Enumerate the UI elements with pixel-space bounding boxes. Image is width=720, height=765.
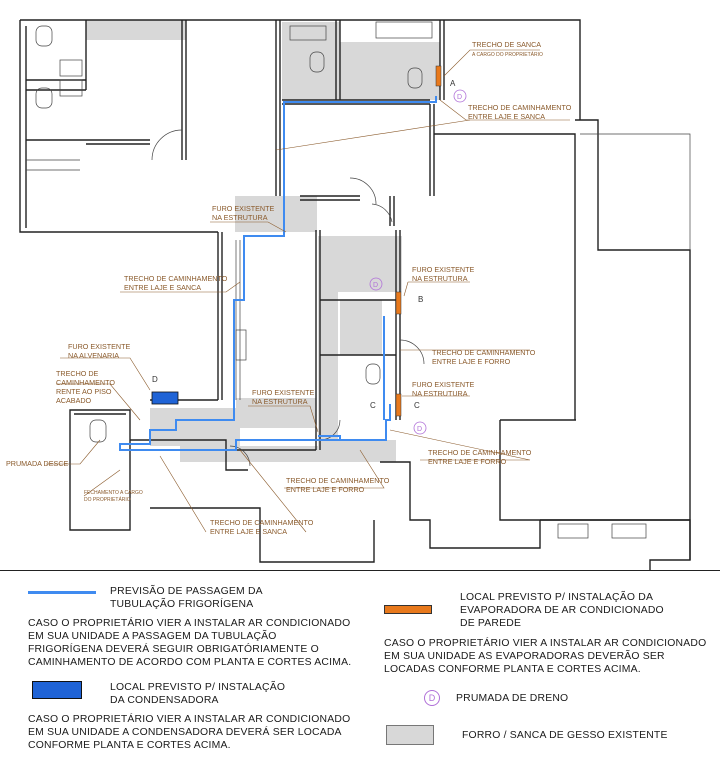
mark-a: A (450, 79, 456, 88)
dreno-mark-3: D (417, 426, 422, 433)
forro-legend-label: FORRO / SANCA DE GESSO EXISTENTE (462, 730, 668, 741)
label-furo-2b: NA ESTRUTURA (412, 274, 468, 283)
label-trecho-bottom-1: TRECHO DE CAMINHAMENTO (286, 476, 390, 485)
condensadora-unit (151, 391, 179, 405)
legend: PREVISÃO DE PASSAGEM DA TUBULAÇÃO FRIGOR… (0, 570, 720, 765)
evap-note-line-3: LOCADAS CONFORME PLANTA E CORTES ACIMA. (384, 664, 641, 675)
leader-lines (46, 49, 570, 533)
dreno-legend-symbol: D (424, 690, 440, 706)
condensadora-legend-symbol (32, 681, 82, 699)
pipe-legend-note: CASO O PROPRIETÁRIO VIER A INSTALAR AR C… (28, 617, 351, 669)
evap-title-line-1: LOCAL PREVISTO P/ INSTALAÇÃO DA (460, 592, 654, 603)
pipe-note-line-4: CAMINHAMENTO DE ACORDO COM PLANTA E CORT… (28, 657, 352, 668)
floor-plan: D D D A B C D C TRECHO DE SANCA A CARGO … (6, 19, 691, 570)
pipe-note-line-3: FRIGORÍGENA DEVERÁ SEGUIR OBRIGATÓRIAMEN… (28, 644, 319, 655)
label-trecho-piso-4: ACABADO (56, 396, 92, 405)
cond-title-line-1: LOCAL PREVISTO P/ INSTALAÇÃO (110, 682, 286, 693)
evap-note-line-1: CASO O PROPRIETÁRIO VIER A INSTALAR AR C… (384, 638, 707, 649)
evaporadora-legend-title: LOCAL PREVISTO P/ INSTALAÇÃO DA EVAPORAD… (460, 591, 664, 630)
label-fechamento-2: DO PROPRIETÁRIO (84, 496, 131, 503)
pipe-title-line-1: PREVISÃO DE PASSAGEM DA (110, 586, 263, 597)
label-trecho-bottom-2: ENTRE LAJE E FORRO (286, 485, 365, 494)
condensadora-legend-note: CASO O PROPRIETÁRIO VIER A INSTALAR AR C… (28, 713, 350, 752)
condensadora-legend-title: LOCAL PREVISTO P/ INSTALAÇÃO DA CONDENSA… (110, 681, 285, 707)
label-trecho-sanca-b-2: ENTRE LAJE E SANCA (210, 527, 287, 536)
label-furo-alv-1: FURO EXISTENTE (68, 342, 131, 351)
cond-note-line-3: CONFORME PLANTA E CORTES ACIMA. (28, 740, 231, 751)
mark-b: B (418, 295, 423, 304)
label-trecho-piso-2: CAMINHAMENTO (56, 378, 115, 387)
label-furo-4b: NA ESTRUTURA (412, 389, 468, 398)
label-trecho-left-2: ENTRE LAJE E SANCA (124, 283, 201, 292)
mark-c: C (414, 401, 420, 410)
pipe-note-line-2: EM SUA UNIDADE A PASSAGEM DA TUBULAÇÃO (28, 631, 277, 642)
label-trecho-top-1: TRECHO DE CAMINHAMENTO (468, 103, 572, 112)
pipe-legend-title: PREVISÃO DE PASSAGEM DA TUBULAÇÃO FRIGOR… (110, 585, 263, 611)
label-trecho-right-1: TRECHO DE CAMINHAMENTO (428, 448, 532, 457)
pipe-note-line-1: CASO O PROPRIETÁRIO VIER A INSTALAR AR C… (28, 618, 351, 629)
fixtures (35, 21, 647, 539)
label-trecho-mid-1: TRECHO DE CAMINHAMENTO (432, 348, 536, 357)
evaporadora-c (395, 393, 402, 417)
label-trecho-top-2: ENTRE LAJE E SANCA (468, 112, 545, 121)
label-furo-3b: NA ESTRUTURA (252, 397, 308, 406)
label-furo-1b: NA ESTRUTURA (212, 213, 268, 222)
walls (19, 19, 691, 570)
label-furo-alv-2: NA ALVENARIA (68, 351, 119, 360)
pipe-title-line-2: TUBULAÇÃO FRIGORÍGENA (110, 599, 254, 610)
evaporadora-legend-note: CASO O PROPRIETÁRIO VIER A INSTALAR AR C… (384, 637, 706, 676)
mark-c-2: C (370, 401, 376, 410)
cond-title-line-2: DA CONDENSADORA (110, 695, 219, 706)
label-trecho-sanca: TRECHO DE SANCA (472, 40, 541, 49)
label-furo-4a: FURO EXISTENTE (412, 380, 475, 389)
cond-note-line-1: CASO O PROPRIETÁRIO VIER A INSTALAR AR C… (28, 714, 351, 725)
evaporadora-b (395, 291, 402, 315)
label-trecho-piso-3: RENTE AO PISO (56, 387, 112, 396)
label-trecho-sanca-b-1: TRECHO DE CAMINHAMENTO (210, 518, 314, 527)
forro-legend-symbol (386, 725, 434, 745)
dreno-mark-1: D (457, 94, 462, 101)
label-furo-1a: FURO EXISTENTE (212, 204, 275, 213)
label-a-cargo: A CARGO DO PROPRIETÁRIO (472, 51, 543, 58)
evaporadora-legend-symbol (384, 605, 432, 614)
evaporadora-a (435, 65, 442, 87)
cond-note-line-2: EM SUA UNIDADE A CONDENSADORA DEVERÁ SER… (28, 727, 342, 738)
label-furo-3a: FURO EXISTENTE (252, 388, 315, 397)
pipe-legend-symbol (28, 591, 96, 594)
dreno-legend-label: PRUMADA DE DRENO (456, 693, 569, 704)
label-furo-2a: FURO EXISTENTE (412, 265, 475, 274)
label-trecho-mid-2: ENTRE LAJE E FORRO (432, 357, 511, 366)
mark-d: D (152, 375, 158, 384)
evap-note-line-2: EM SUA UNIDADE AS EVAPORADORAS DEVERÃO S… (384, 651, 665, 662)
label-trecho-piso-1: TRECHO DE (56, 369, 99, 378)
pipe-route (119, 96, 437, 451)
label-prumada-desce: PRUMADA DESCE (6, 459, 69, 468)
dreno-markers: D D D (369, 89, 467, 435)
evap-title-line-3: DE PAREDE (460, 618, 522, 629)
label-trecho-left-1: TRECHO DE CAMINHAMENTO (124, 274, 228, 283)
evap-title-line-2: EVAPORADORA DE AR CONDICIONADO (460, 605, 664, 616)
dreno-mark-2: D (373, 282, 378, 289)
label-trecho-right-2: ENTRE LAJE E FORRO (428, 457, 507, 466)
label-fechamento-1: FECHAMENTO A CARGO (84, 490, 143, 496)
